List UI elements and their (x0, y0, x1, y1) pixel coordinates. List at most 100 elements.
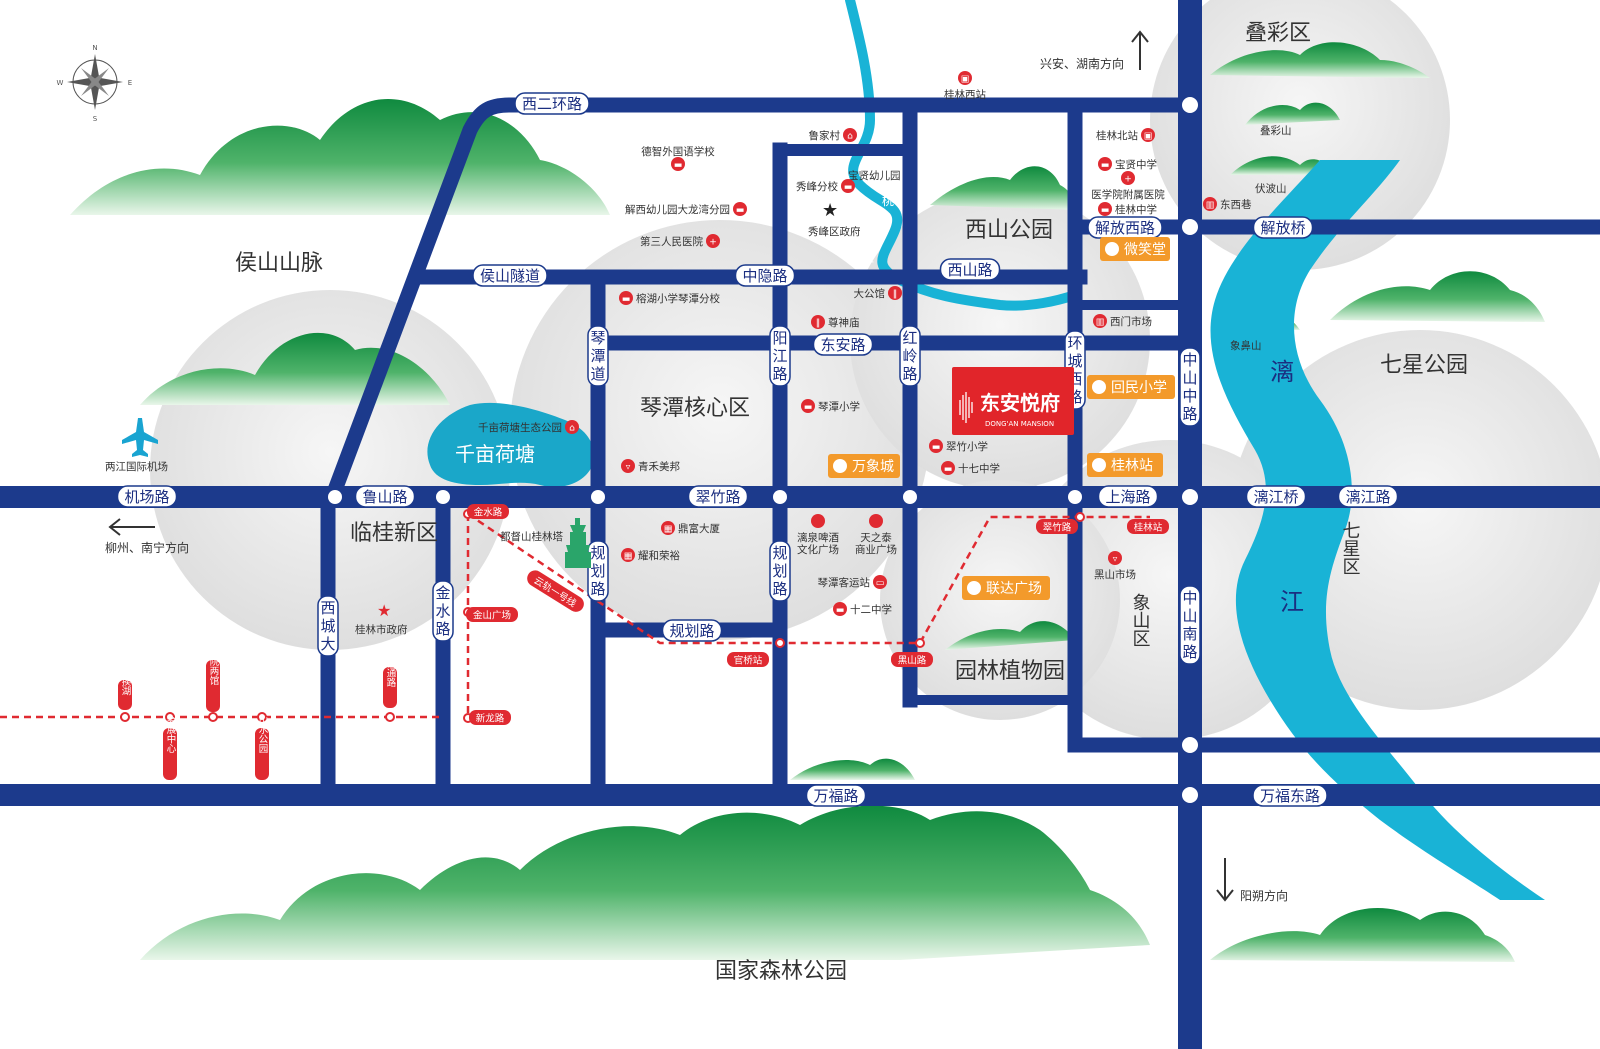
poi-xiexi-label: 解西幼儿园大龙湾分园 (625, 203, 730, 216)
poi-heishan-market[interactable]: ▿黑山市场 (1094, 551, 1136, 581)
poi-xiexi[interactable]: ▬解西幼儿园大龙湾分园 (625, 202, 747, 216)
poi-no12-label: 十二中学 (850, 603, 892, 616)
pagoda: 都督山桂林塔 (500, 518, 591, 568)
arrow-down-head-icon (1216, 889, 1234, 902)
orange-guilin-station[interactable]: 桂林站 (1087, 453, 1163, 477)
airport: 两江国际机场 (105, 418, 168, 473)
poi-tiantai-label: 天之泰 (860, 531, 892, 544)
area-houshan: 侯山山脉 (235, 251, 323, 276)
poi-baoxian-kg-label: 宝贤幼儿园 (848, 169, 901, 182)
metro-station-xinlong[interactable]: 新龙路 (469, 710, 511, 725)
metro-station-yiyuan[interactable]: 一院两馆 (206, 647, 220, 712)
mountain-garden (945, 621, 1075, 650)
poi-qinghe[interactable]: ▿青禾美邦 (621, 459, 680, 473)
road-label-houshan-text: 侯山隧道 (480, 267, 540, 285)
road-label-zhongshan-south-char: 中 (1182, 589, 1197, 607)
road-label-lijiang-bridge: 漓江桥 (1245, 485, 1307, 508)
road-label-zhongshan-mid-char: 中 (1182, 351, 1197, 369)
poi-ximen[interactable]: ▥西门市场 (1093, 314, 1152, 328)
metro-dot (915, 638, 925, 648)
metro-station-shitong[interactable]: 仕通路 (383, 658, 397, 708)
poi-baoxian-kg[interactable]: 宝贤幼儿园 (848, 169, 901, 182)
poi-qintan-primary[interactable]: ▬琴潭小学 (801, 399, 860, 413)
school-icon (671, 157, 685, 171)
poi-guilin-north[interactable]: ▣桂林北站 (1096, 128, 1155, 142)
shop-glyph: ▥ (1206, 201, 1215, 211)
metro-station-jinshui-label: 金水路 (474, 507, 503, 519)
road-label-zhongshan-south-char: 山 (1182, 607, 1197, 625)
road-label-qintan-char: 琴 (590, 329, 605, 347)
mountain-south-small (790, 758, 915, 780)
poi-med-hospital[interactable]: +医学院附属医院 (1091, 171, 1165, 201)
road-label-qintan: 琴潭道 (587, 325, 609, 387)
road-xierhuan (325, 97, 1198, 500)
metro-station-jinshan[interactable]: 金山广场 (466, 607, 518, 622)
poi-yonghu[interactable]: ▬榕湖小学琴潭分校 (619, 291, 720, 305)
metro-station-yanhu[interactable]: 挨湖 (118, 676, 132, 710)
poi-dagong[interactable]: ‖大公馆 (854, 286, 903, 300)
poi-qianmu-park[interactable]: ⌂千亩荷塘生态公园 (478, 420, 579, 434)
road-label-yangjiang-char: 江 (772, 347, 787, 365)
mountain-southeast (1210, 908, 1515, 962)
poi-zunshen[interactable]: ‖尊神庙 (811, 315, 860, 329)
orange-xiaoxiao[interactable]: 微笑堂 (1100, 237, 1170, 261)
school-icon (841, 179, 855, 193)
poi-xiufeng-branch-label: 秀峰分校 (796, 180, 838, 193)
poi-guilin-north-label: 桂林北站 (1096, 129, 1138, 142)
road-label-jichang: 机场路 (116, 485, 178, 508)
pagoda-icon (565, 518, 591, 568)
metro-station-cuizhu-label: 翠竹路 (1043, 522, 1072, 534)
metro-station-cuizhu[interactable]: 翠竹路 (1036, 519, 1078, 534)
shop-icon (1093, 314, 1107, 328)
poi-no17[interactable]: ▬十七中学 (941, 461, 1000, 475)
orange-huimin[interactable]: 回民小学 (1087, 375, 1175, 399)
area-diecai: 叠彩区 (1245, 21, 1311, 46)
road-label-hongling-char: 岭 (902, 347, 917, 365)
government-markers: ★ 秀峰区政府 ★ 桂林市政府 (355, 200, 861, 636)
poi-xiufeng-branch[interactable]: ▬秀峰分校 (796, 179, 855, 193)
metro-station-shanshui[interactable]: 山水公园 (255, 715, 269, 780)
poi-dongxi[interactable]: ▥东西巷 (1203, 197, 1252, 211)
poi-diecai-shan[interactable]: 叠彩山 (1260, 125, 1292, 137)
poi-baoxian-mid[interactable]: ▬宝贤中学 (1098, 157, 1157, 171)
poi-cuizhu-primary[interactable]: ▬翠竹小学 (929, 439, 988, 453)
metro-dot (257, 712, 267, 722)
poi-third-hospital[interactable]: +第三人民医院 (640, 234, 720, 248)
li-river-label-a: 漓 (1270, 358, 1294, 386)
metro-station-heishan[interactable]: 黑山路 (891, 652, 933, 667)
metro-station-jinshui[interactable]: 金水路 (467, 504, 509, 519)
poi-dezhi[interactable]: ▬德智外国语学校 (641, 145, 715, 171)
xiufeng-gov-label: 秀峰区政府 (808, 225, 861, 238)
project-marker[interactable]: 东安悦府 DONG'AN MANSION (952, 367, 1074, 435)
poi-dagong-label: 大公馆 (854, 287, 886, 300)
poi-lujia[interactable]: ⌂鲁家村 (809, 128, 858, 142)
poi-dingfu[interactable]: ▦鼎富大厦 (661, 521, 720, 535)
poi-qintan-bus[interactable]: ▭琴潭客运站 (818, 575, 888, 589)
orange-lianda[interactable]: 联达广场 (962, 576, 1050, 600)
poi-no12[interactable]: ▬十二中学 (833, 602, 892, 616)
shop-icon (1203, 197, 1217, 211)
road-label-jinshui-char: 金 (435, 584, 450, 602)
poi-qianmu-park-label: 千亩荷塘生态公园 (478, 421, 562, 434)
poi-liquan-label: 文化广场 (797, 543, 839, 556)
poi-guilin-mid-label: 桂林中学 (1115, 203, 1157, 216)
road-label-guihua-v2: 规划路 (769, 540, 791, 602)
poi-yahe[interactable]: ▦耀和荣裕 (621, 548, 680, 562)
metro-station-guanqiao[interactable]: 官桥站 (727, 652, 769, 667)
poi-xiangbi-shan[interactable]: 象鼻山 (1230, 339, 1262, 352)
poi-guilin-mid[interactable]: ▬桂林中学 (1098, 202, 1157, 216)
compass-w: W (57, 79, 64, 87)
cart-icon (869, 514, 883, 528)
cart-glyph: ▿ (626, 463, 631, 473)
mountain-forest (140, 805, 1150, 960)
metro-station-huizhan[interactable]: 会展中心 (163, 714, 177, 780)
metro-station-guilin[interactable]: 桂林站 (1127, 519, 1169, 534)
road-label-wanfu-east: 万福东路 (1252, 784, 1328, 807)
arrow-up-head-icon (1131, 30, 1149, 43)
road-label-wanfu-text: 万福路 (813, 787, 858, 805)
poi-fubo-shan[interactable]: 伏波山 (1255, 182, 1287, 195)
poi-guilin-west-station[interactable]: ▣桂林西站 (944, 71, 986, 101)
orange-wanxiang[interactable]: 万象城 (828, 454, 900, 478)
